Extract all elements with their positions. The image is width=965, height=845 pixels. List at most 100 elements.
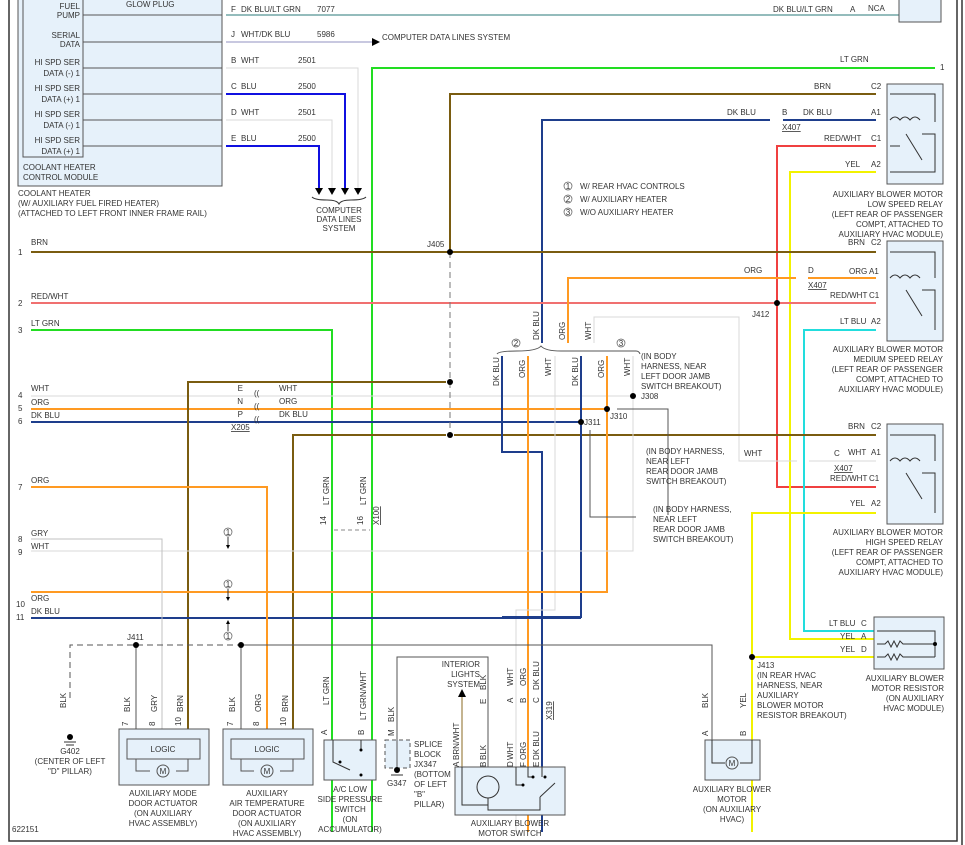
- wire-color-label: WHT: [31, 542, 49, 551]
- splice-label: J411: [127, 633, 144, 642]
- relay-caption: HIGH SPEED RELAY: [866, 538, 944, 547]
- note: (IN BODY: [641, 352, 677, 361]
- component-caption: MOTOR: [717, 795, 747, 804]
- legend: 1 W/ REAR HVAC CONTROLS 2 W/ AUXILIARY H…: [563, 181, 685, 217]
- pin-label: N: [237, 397, 243, 406]
- resistor-caption: MOTOR RESISTOR: [871, 684, 944, 693]
- wire-yel: [751, 512, 876, 832]
- wire-color-label: BLK: [123, 696, 132, 712]
- wire-color-label: DK BLU: [803, 108, 832, 117]
- note: (IN BODY HARNESS,: [646, 447, 725, 456]
- relay-caption: MEDIUM SPEED RELAY: [853, 355, 943, 364]
- wire-color-label: BRN: [281, 695, 290, 712]
- label: COMPUTER: [316, 206, 362, 215]
- wire-color-label: ORG: [31, 594, 49, 603]
- splice-block-caption: (BOTTOM: [414, 770, 451, 779]
- pin-label: D: [861, 645, 867, 654]
- splice-j405: [447, 249, 453, 255]
- component-caption: AUXILIARY MODE: [129, 789, 197, 798]
- wire-blk-dashed: [69, 644, 240, 698]
- module-label: COOLANT HEATER: [23, 163, 96, 172]
- legend-num: 2: [566, 195, 571, 204]
- figure-id: 622151: [12, 825, 39, 834]
- option-marker: 3: [619, 339, 624, 348]
- component-caption: ACCUMULATOR): [318, 825, 382, 834]
- wire-color-label: YEL: [850, 499, 866, 508]
- relay-caption: (LEFT REAR OF PASSENGER: [832, 365, 944, 374]
- brace: [496, 345, 641, 355]
- wire-color-label: RED/WHT: [824, 134, 861, 143]
- resistor-caption: (ON AUXILIARY: [886, 694, 945, 703]
- pin-label: A: [861, 632, 867, 641]
- wire-color-label: BLK: [387, 706, 396, 722]
- pin-label: A1: [871, 448, 881, 457]
- auxiliary-blower-motor: M BLK YEL A B AUXILIARY BLOWER MOTOR (ON…: [693, 692, 772, 824]
- wire-color-label: WHT/DK BLU: [241, 30, 291, 39]
- wire-color-label: RED/WHT: [830, 291, 867, 300]
- wire-color-label: DK BLU: [279, 410, 308, 419]
- ground-id: G347: [387, 779, 407, 788]
- pin-label: 8: [252, 721, 261, 726]
- connector-id: X205: [231, 423, 250, 432]
- wire-color-label: WHT: [623, 358, 632, 376]
- wire-color-label: ORG: [279, 397, 297, 406]
- pin-label: C1: [871, 134, 882, 143]
- wire-color-label: WHT: [506, 742, 515, 760]
- pin-label: B: [357, 730, 366, 735]
- wire-lt-blu: [803, 329, 876, 632]
- pin-label: F: [519, 762, 528, 767]
- wire-color-label: BLK: [701, 692, 710, 708]
- pin-label: C: [231, 82, 237, 91]
- wire-color-label: DK BLU: [532, 731, 541, 760]
- connector-symbol: ((: [254, 415, 260, 424]
- connector-symbol: ((: [254, 389, 260, 398]
- blower-motor-switch: BRN/WHT A BLK B WHT D ORG F DK BLU E AUX…: [452, 723, 566, 838]
- wire-number: 11: [16, 613, 25, 622]
- wire-color-label: ORG: [254, 694, 263, 712]
- legend-text: W/O AUXILIARY HEATER: [580, 208, 674, 217]
- pin-label: HI SPD SER: [35, 84, 81, 93]
- connector-x319: BLK E WHT A ORG B DK BLU C X319: [479, 661, 554, 720]
- component-caption: AUXILIARY: [246, 789, 288, 798]
- wire-number: 6: [18, 417, 23, 426]
- coolant-heater-caption: COOLANT HEATER: [18, 189, 91, 198]
- wire-color-label: YEL: [840, 645, 856, 654]
- splice-label: J310: [610, 412, 628, 421]
- pin-label: J: [231, 30, 235, 39]
- wire-yel: [789, 171, 876, 640]
- coolant-heater: FUEL PUMP SERIAL DATA HI SPD SER DATA (-…: [17, 0, 223, 218]
- pin-label: C: [834, 449, 840, 458]
- wire-color-label: WHT: [848, 448, 866, 457]
- wire-color-label: LT GRN: [31, 319, 60, 328]
- option-markers: 1 1 1: [223, 527, 233, 641]
- pin-label: 7: [226, 721, 235, 726]
- blower-motor-resistor: LT BLU C YEL A YEL D AUXILIARY BLOWER MO…: [829, 616, 945, 713]
- pin-label: C2: [871, 422, 882, 431]
- pin-label: HI SPD SER: [35, 136, 81, 145]
- pin-label: 16: [356, 516, 365, 525]
- system-label: SYSTEM: [447, 680, 480, 689]
- pin-label: HI SPD SER: [35, 58, 81, 67]
- option-marker: 1: [226, 580, 231, 589]
- pin-label: DATA (-) 1: [43, 121, 80, 130]
- wire-color-label: DK BLU/LT GRN: [241, 5, 301, 14]
- wire-blk: [241, 644, 713, 740]
- wire-color-label: BLK: [479, 674, 488, 690]
- system-label: INTERIOR: [442, 660, 480, 669]
- component-caption: (ON AUXILIARY: [238, 819, 297, 828]
- wire-color-label: DK BLU: [532, 311, 541, 340]
- ground-caption: (CENTER OF LEFT: [35, 757, 106, 766]
- wire-8-gry: [31, 538, 163, 730]
- connector-x100: LT GRN LT GRN 14 16 X100: [319, 476, 381, 525]
- coolant-heater-caption: (W/ AUXILIARY FUEL FIRED HEATER): [18, 199, 159, 208]
- pin-label: DATA (+) 1: [41, 147, 80, 156]
- pin-label: PUMP: [57, 11, 80, 20]
- connector-x205: E N P WHT ORG DK BLU X205 (( (( ((: [231, 384, 308, 432]
- label: SYSTEM: [323, 224, 356, 233]
- wire-color-label: WHT: [744, 449, 762, 458]
- note: BLOWER MOTOR: [757, 701, 824, 710]
- wire-9-wht: [31, 356, 634, 552]
- circuit-number: 2501: [298, 56, 316, 65]
- ground-id: G402: [60, 747, 80, 756]
- wire-color-label: BLK: [228, 696, 237, 712]
